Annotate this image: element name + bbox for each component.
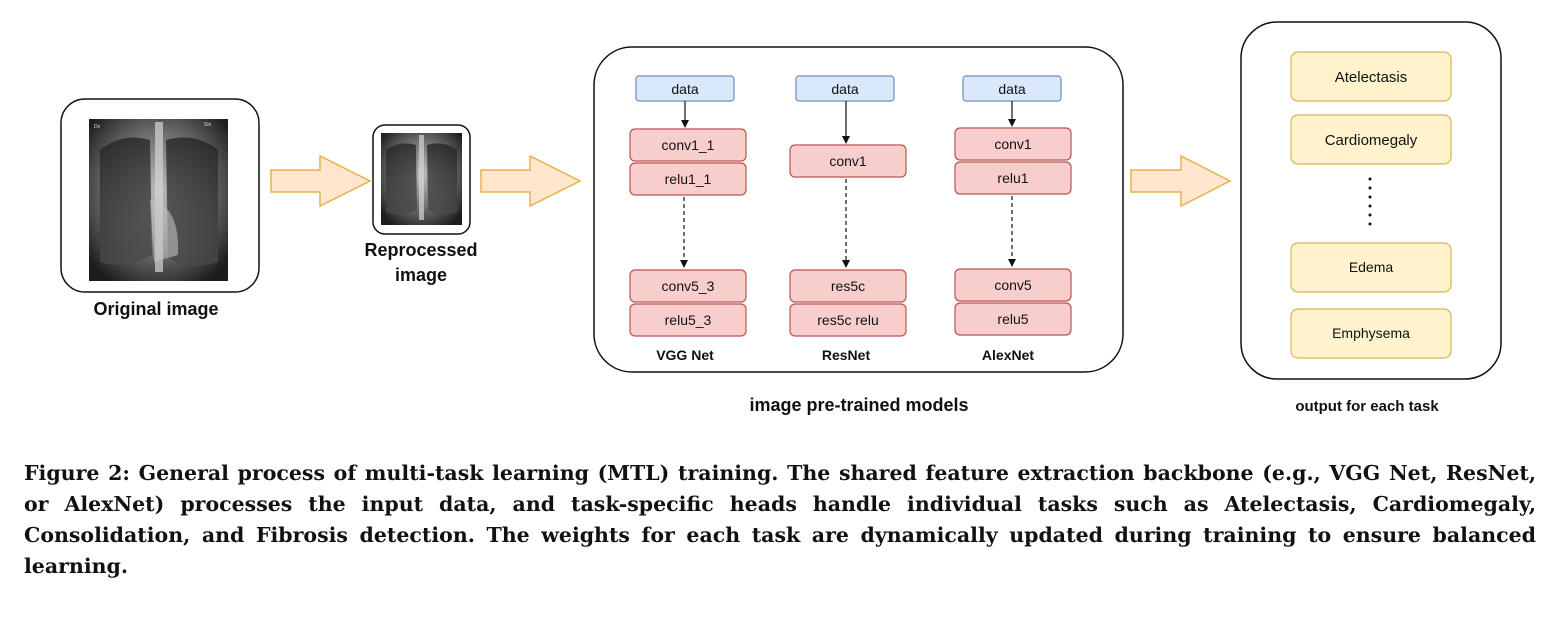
task-atelectasis: Atelectasis [1335,69,1408,86]
flow-arrow-2 [480,154,582,208]
figure-caption: Figure 2: General process of multi-task … [24,461,1536,578]
alexnet-relu5: relu5 [997,311,1028,327]
vgg-relu5-3: relu5_3 [665,312,712,328]
alexnet-relu1: relu1 [997,170,1028,186]
original-image-label: Original image [93,299,218,319]
vgg-relu1-1: relu1_1 [665,171,712,187]
reprocessed-image-panel: Reprocessed image [364,124,478,285]
pretrained-models-panel: data conv1_1 relu1_1 conv5_3 relu5_3 VGG… [593,46,1124,373]
alexnet-label: AlexNet [982,347,1034,363]
resnet-conv1: conv1 [829,153,867,169]
vgg-net-label: VGG Net [656,347,714,363]
pretrained-models-label: image pre-trained models [749,395,968,415]
task-outputs-label: output for each task [1295,398,1439,415]
flow-arrow-1 [270,154,372,208]
resnet-column: data conv1 res5c res5c relu ResNet [789,75,907,363]
vgg-data-node: data [671,81,698,97]
task-outputs-panel: Atelectasis Cardiomegaly Edema Emphysema [1240,21,1502,380]
alexnet-data-node: data [998,81,1025,97]
resnet-data-node: data [831,81,858,97]
alexnet-column: data conv1 relu1 conv5 relu5 AlexNet [954,75,1072,363]
resnet-res5c-relu: res5c relu [817,312,878,328]
resnet-res5c: res5c [831,278,865,294]
xray-marker-right: Sin [204,122,211,128]
original-image-panel: Dx Sin Original image [60,98,260,319]
vgg-conv5-3: conv5_3 [662,278,715,294]
ellipsis-dots [1368,177,1372,226]
alexnet-conv5: conv5 [994,277,1032,293]
reprocessed-label-line2: image [395,265,447,285]
mtl-diagram: Dx Sin Original image Reprocessed image … [60,21,1502,415]
flow-arrow-3 [1130,154,1232,208]
vgg-conv1-1: conv1_1 [662,137,715,153]
vgg-net-column: data conv1_1 relu1_1 conv5_3 relu5_3 VGG… [629,75,747,363]
task-edema: Edema [1349,259,1394,275]
original-xray-image: Dx Sin [89,119,228,281]
reprocessed-xray-image [381,133,462,225]
alexnet-conv1: conv1 [994,136,1032,152]
reprocessed-label-line1: Reprocessed [364,240,477,260]
xray-marker-left: Dx [94,124,101,130]
resnet-label: ResNet [822,347,871,363]
task-cardiomegaly: Cardiomegaly [1325,132,1418,149]
task-emphysema: Emphysema [1332,325,1410,341]
